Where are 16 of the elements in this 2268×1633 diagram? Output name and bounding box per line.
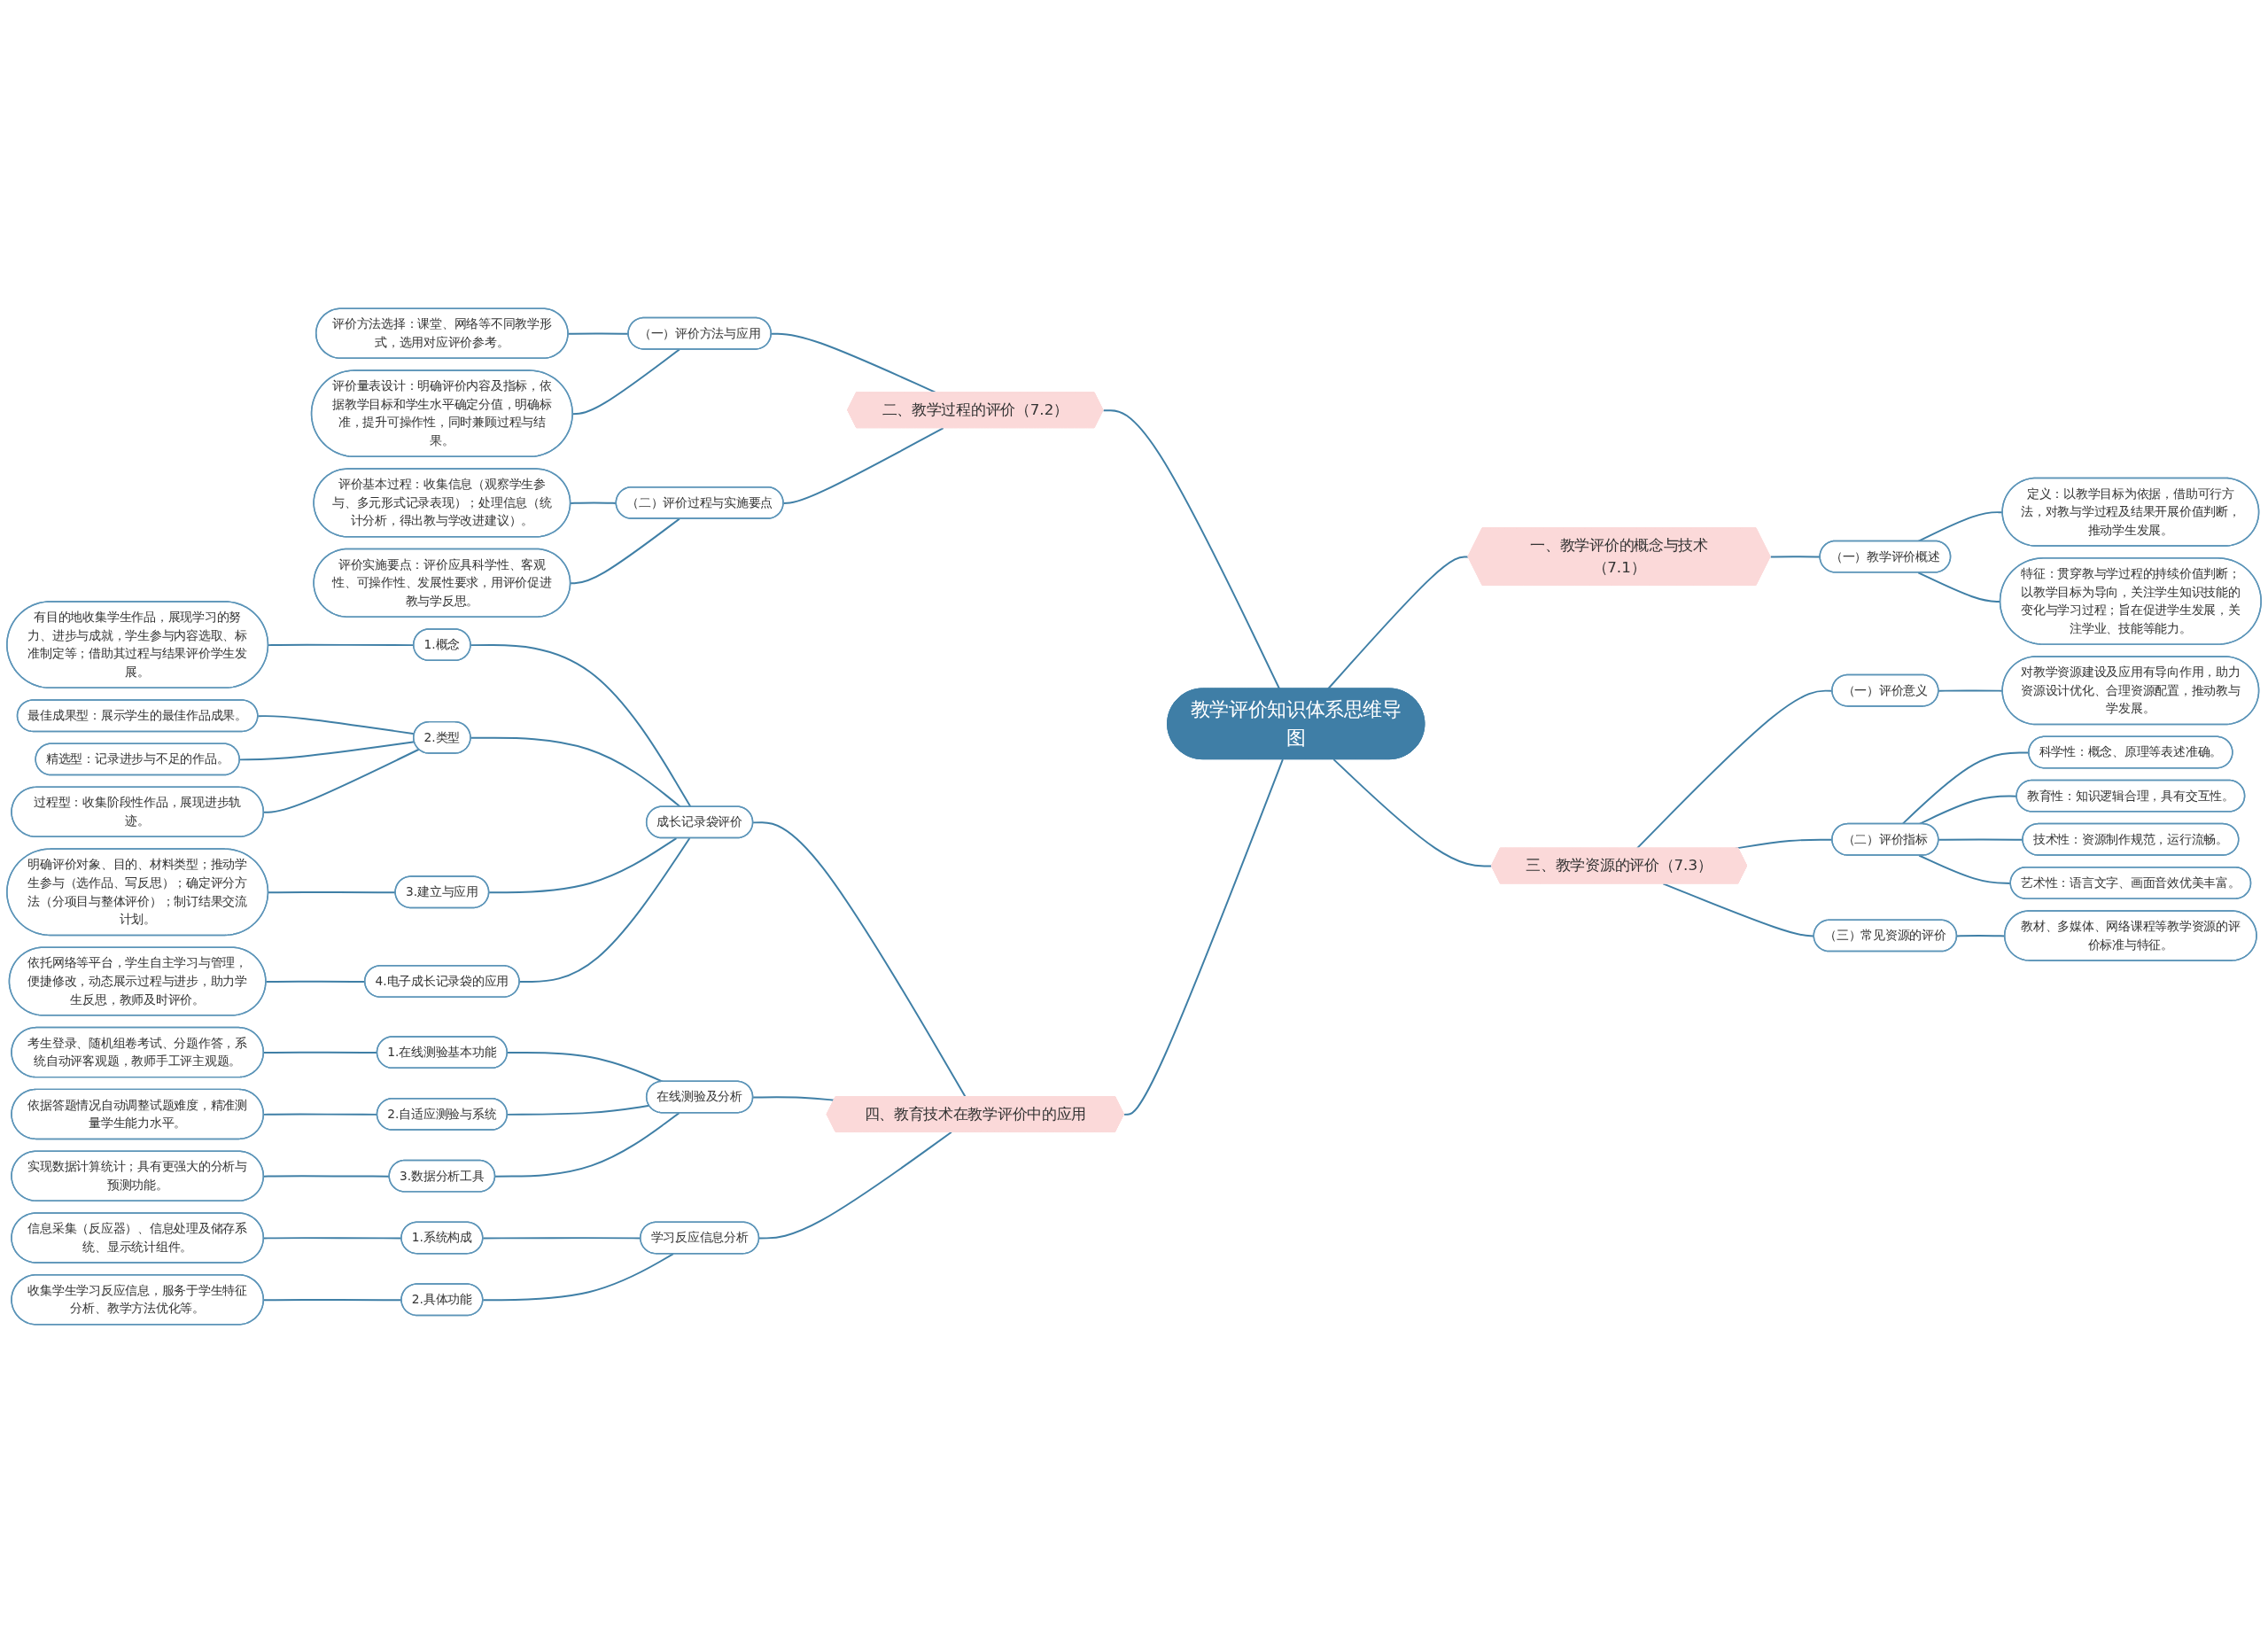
connector — [494, 1112, 680, 1178]
connector — [782, 427, 944, 504]
connector — [1332, 758, 1493, 867]
connector — [238, 741, 416, 761]
connector — [470, 644, 692, 808]
connector — [257, 715, 416, 735]
connector — [1327, 556, 1470, 690]
connector — [470, 736, 682, 808]
connector — [752, 821, 967, 1098]
connector — [1102, 409, 1281, 690]
connector — [570, 517, 680, 585]
connector — [752, 1096, 835, 1101]
connector — [482, 1253, 674, 1302]
connector — [488, 837, 678, 894]
connector — [518, 837, 691, 983]
connector — [1123, 758, 1284, 1116]
